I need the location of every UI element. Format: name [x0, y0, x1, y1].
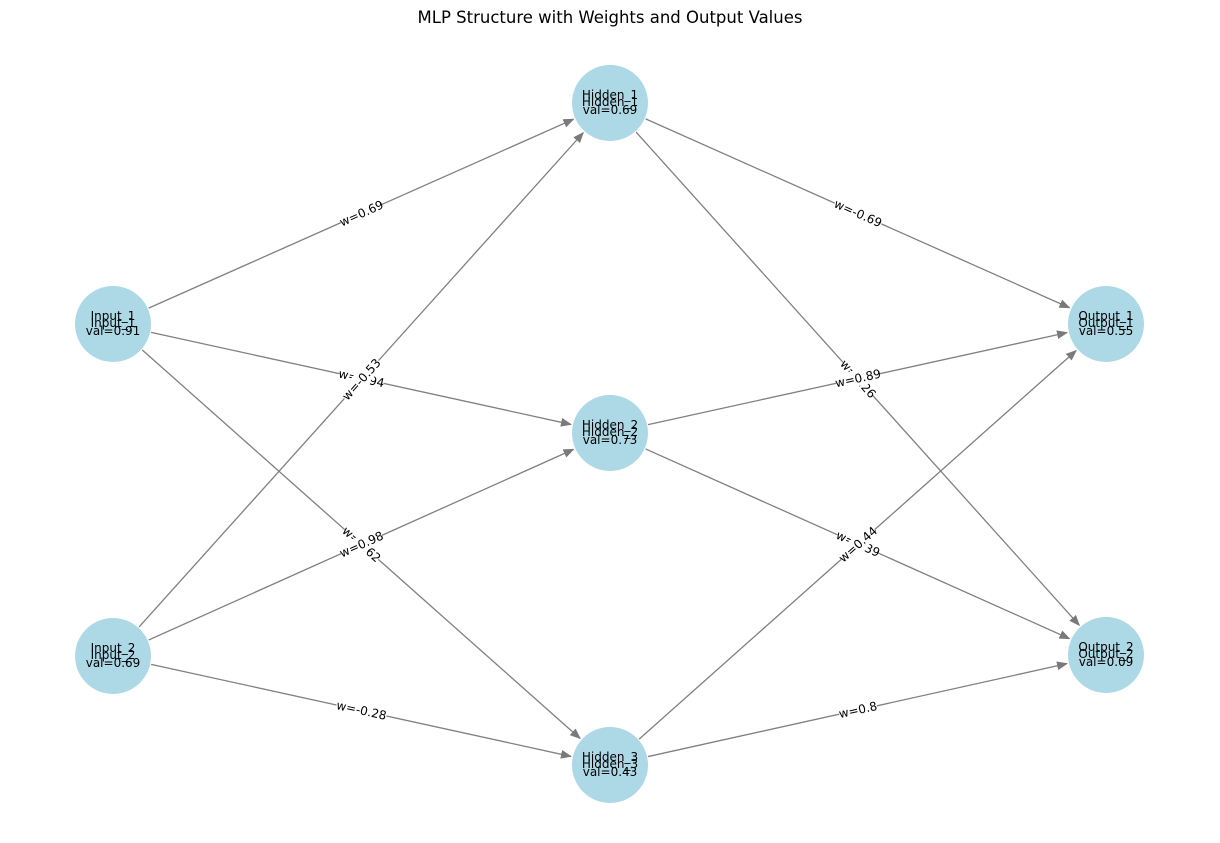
- node-name-text: Hidden_2: [582, 418, 638, 432]
- edge-weight-text: w=0.8: [837, 699, 878, 721]
- node-id-text: Hidden_1: [582, 95, 638, 109]
- node-name-text: Hidden_3: [582, 750, 638, 764]
- node-name-text: Output_1: [1078, 309, 1133, 323]
- node-circle: [572, 727, 648, 803]
- edge-labels-layer: w=0.69w=0.94w=0.62w=-0.53w=0.98w=-0.28w=…: [334, 195, 885, 724]
- edge-weight-label-hidden-3-output-2: w=0.8: [837, 697, 879, 722]
- node-name-text: Input_1: [91, 309, 136, 323]
- edge-weight-label-hidden-1-output-1: w=-0.69: [831, 195, 885, 231]
- node-id-text: Output_1: [1078, 316, 1133, 330]
- node-id-text: Input_2: [91, 648, 136, 662]
- nodes-layer: Input_1Input_1val=0.91Input_2Input_2val=…: [75, 65, 1144, 803]
- node-id-text: Hidden_2: [582, 425, 638, 439]
- page-title: MLP Structure with Weights and Output Va…: [417, 8, 803, 27]
- node-circle: [75, 286, 151, 362]
- node-value-text: val=0.09: [1079, 655, 1134, 669]
- node-value-text: val=0.69: [86, 656, 141, 670]
- node-name-text: Output_2: [1078, 640, 1133, 654]
- node-name-text: Input_2: [91, 641, 136, 655]
- node-value-text: val=0.69: [583, 103, 638, 117]
- node-value-text: val=0.73: [583, 433, 638, 447]
- node-value-text: val=0.91: [86, 324, 141, 338]
- node-value-text: val=0.43: [583, 765, 638, 779]
- node-circle: [572, 65, 648, 141]
- node-id-text: Output_2: [1078, 647, 1133, 661]
- node-circle: [1068, 617, 1144, 693]
- node-value-text: val=0.55: [1079, 324, 1134, 338]
- node-id-text: Input_1: [91, 316, 136, 330]
- edge-weight-label-input-1-hidden-1: w=0.69: [337, 196, 386, 230]
- node-circle: [75, 618, 151, 694]
- node-id-text: Hidden_3: [582, 757, 638, 771]
- node-circle: [1068, 286, 1144, 362]
- edge-weight-text: w=0.69: [337, 198, 385, 230]
- node-circle: [572, 395, 648, 471]
- node-name-text: Hidden_1: [582, 88, 638, 102]
- edge-weight-label-input-2-hidden-3: w=-0.28: [334, 696, 389, 724]
